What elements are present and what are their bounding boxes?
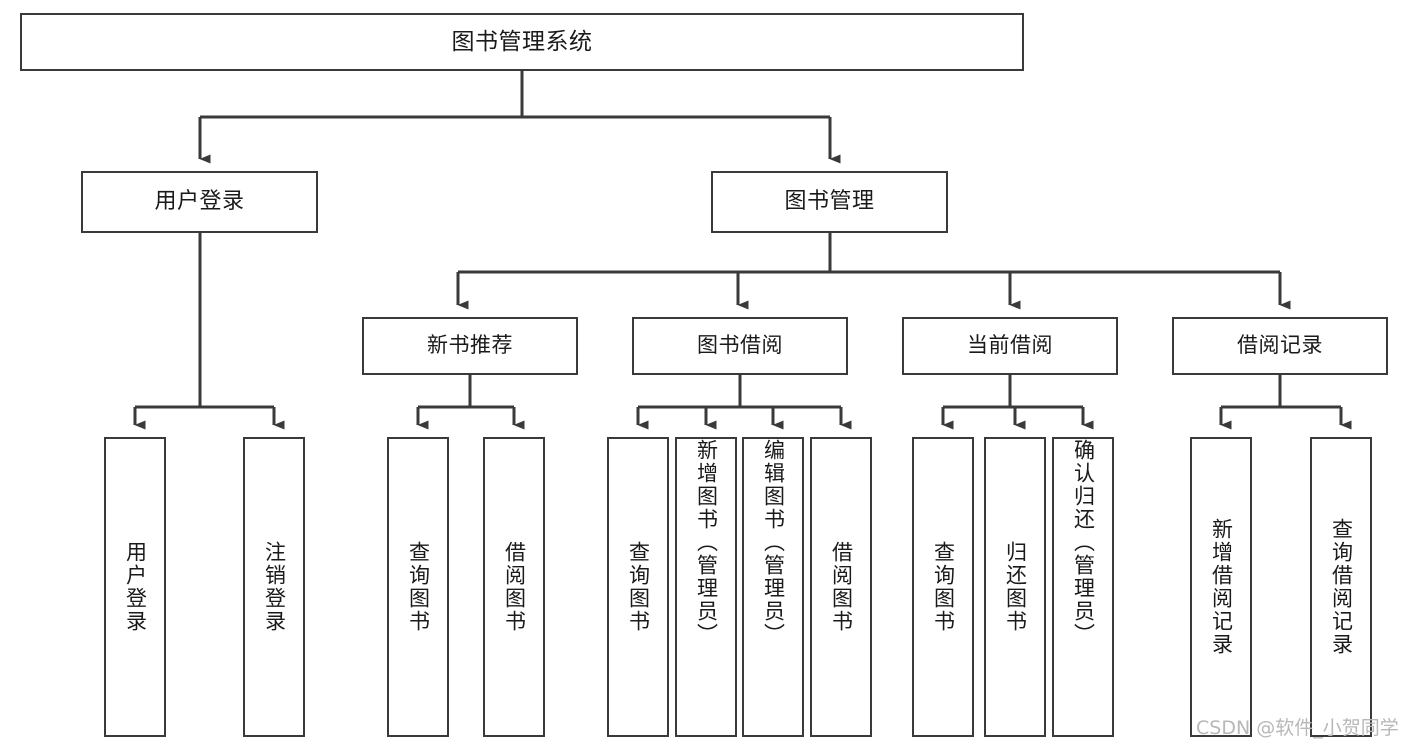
node-label: 图书管理 — [784, 188, 875, 214]
node-leaf-query-record[interactable]: 查询借阅记录 — [1310, 437, 1372, 737]
node-label: 查询借阅记录 — [1329, 518, 1354, 656]
node-label: 借阅图书 — [829, 541, 854, 633]
node-label: 新书推荐 — [427, 333, 513, 358]
node-label: 编辑图书（管理员） — [761, 439, 786, 646]
node-leaf-query-book-borrow[interactable]: 查询图书 — [607, 437, 669, 737]
node-label: 新增借阅记录 — [1209, 518, 1234, 656]
node-label: 图书管理系统 — [451, 28, 593, 55]
node-label: 借阅记录 — [1237, 333, 1323, 358]
node-label: 借阅图书 — [502, 541, 527, 633]
node-leaf-add-record[interactable]: 新增借阅记录 — [1190, 437, 1252, 737]
node-leaf-edit-book[interactable]: 编辑图书（管理员） — [742, 437, 804, 737]
node-user-login[interactable]: 用户登录 — [81, 171, 318, 233]
node-book-manage[interactable]: 图书管理 — [711, 171, 948, 233]
node-label: 确认归还（管理员） — [1071, 439, 1096, 646]
node-label: 注销登录 — [262, 541, 287, 633]
node-leaf-user-login[interactable]: 用户登录 — [104, 437, 166, 737]
node-leaf-borrow-book-rec[interactable]: 借阅图书 — [483, 437, 545, 737]
node-label: 新增图书（管理员） — [694, 439, 719, 646]
node-leaf-return-book[interactable]: 归还图书 — [984, 437, 1046, 737]
node-borrow-record[interactable]: 借阅记录 — [1172, 317, 1388, 375]
node-root[interactable]: 图书管理系统 — [20, 13, 1024, 71]
node-leaf-logout[interactable]: 注销登录 — [243, 437, 305, 737]
node-leaf-confirm-return[interactable]: 确认归还（管理员） — [1052, 437, 1114, 737]
node-label: 图书借阅 — [697, 333, 783, 358]
node-current-borrow[interactable]: 当前借阅 — [902, 317, 1118, 375]
node-leaf-borrow-book[interactable]: 借阅图书 — [810, 437, 872, 737]
node-label: 查询图书 — [626, 541, 651, 633]
node-label: 用户登录 — [123, 541, 148, 633]
node-new-book-recommend[interactable]: 新书推荐 — [362, 317, 578, 375]
node-label: 归还图书 — [1003, 541, 1028, 633]
node-label: 当前借阅 — [967, 333, 1053, 358]
node-book-borrow[interactable]: 图书借阅 — [632, 317, 848, 375]
node-label: 查询图书 — [931, 541, 956, 633]
node-leaf-add-book[interactable]: 新增图书（管理员） — [675, 437, 737, 737]
node-leaf-query-book-current[interactable]: 查询图书 — [912, 437, 974, 737]
watermark: CSDN @软件_小贺同学 — [1196, 717, 1399, 739]
node-leaf-query-book-rec[interactable]: 查询图书 — [387, 437, 449, 737]
node-label: 查询图书 — [406, 541, 431, 633]
node-label: 用户登录 — [154, 188, 245, 214]
